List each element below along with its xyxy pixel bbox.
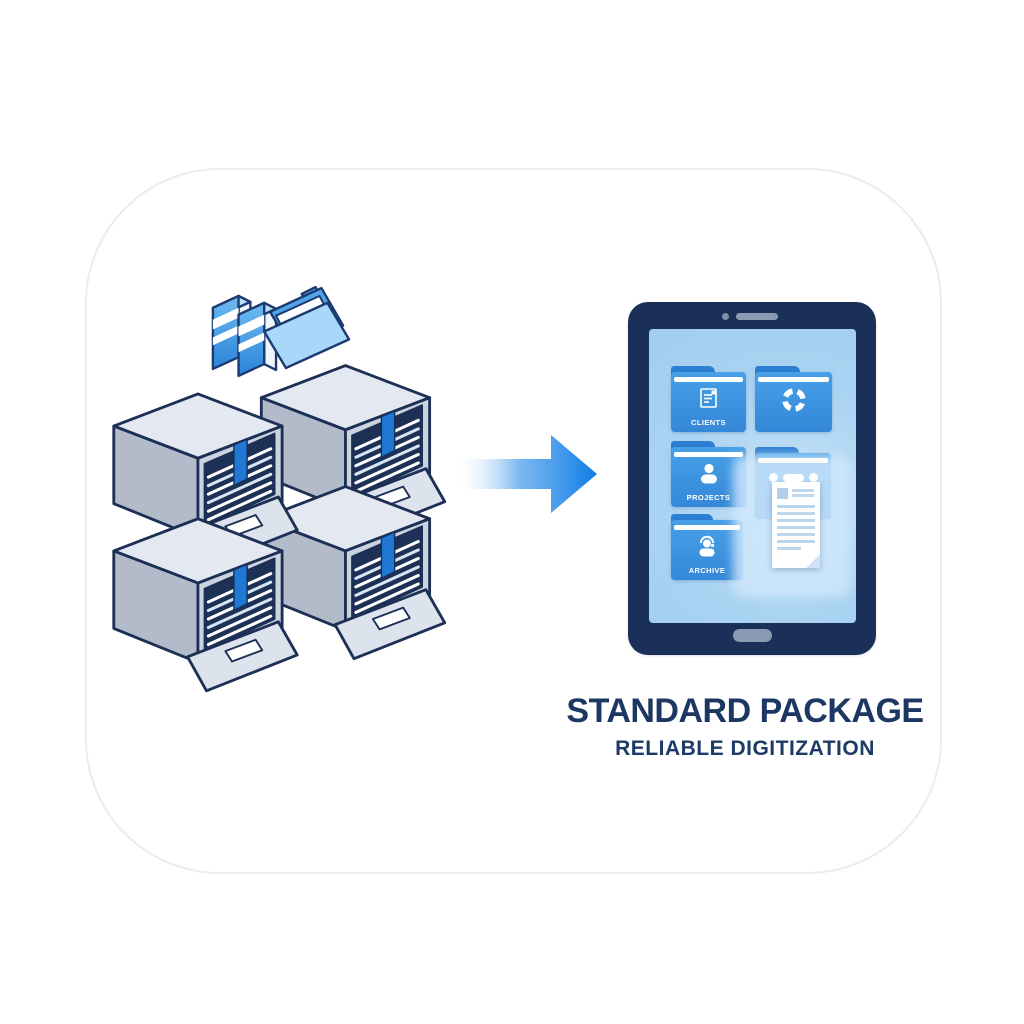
folder-archive: ARCHIVE <box>671 514 743 580</box>
folder-stripe <box>758 458 828 463</box>
folder-label: CLIENTS <box>691 418 726 427</box>
document-line <box>777 533 815 536</box>
document-line <box>777 547 801 550</box>
package-title: STANDARD PACKAGE <box>566 692 924 730</box>
folder-stripe <box>758 377 829 382</box>
folder-tab <box>755 447 800 457</box>
folder-tab <box>671 514 713 524</box>
document-image-placeholder <box>777 488 788 499</box>
folder-tab <box>671 366 715 376</box>
document-folded-corner <box>806 554 820 568</box>
person-icon <box>697 461 721 485</box>
folder-tab <box>755 366 800 376</box>
folder-tab <box>671 441 715 451</box>
sync-icon <box>779 385 809 415</box>
dot <box>809 473 818 482</box>
folder-body <box>755 372 832 432</box>
document-line <box>777 505 815 508</box>
document-icon <box>697 386 721 410</box>
right-arrow-icon <box>454 435 597 513</box>
document-preview <box>772 482 820 568</box>
speaker-slot <box>736 313 778 320</box>
document-line <box>777 512 815 515</box>
document-line <box>777 540 815 543</box>
binders-folder-icon <box>211 285 351 378</box>
document-line <box>792 494 814 497</box>
document-line <box>792 489 814 492</box>
tablet: CLIENTS PROJECTS <box>628 302 876 655</box>
folder-sync <box>755 366 832 432</box>
folder-stripe <box>674 452 743 457</box>
folder-stripe <box>674 525 740 530</box>
home-button <box>733 629 772 642</box>
folder-label: PROJECTS <box>686 493 731 502</box>
document-line <box>777 519 815 522</box>
person-headset-icon <box>695 534 719 558</box>
file-cabinets-icon <box>112 364 447 693</box>
folder-label: ARCHIVE <box>688 566 726 575</box>
document-line <box>777 526 815 529</box>
folder-clients: CLIENTS <box>671 366 746 432</box>
dots-decoration <box>769 473 818 482</box>
package-subtitle: RELIABLE DIGITIZATION <box>615 737 875 760</box>
folder-stripe <box>674 377 743 382</box>
tablet-screen: CLIENTS PROJECTS <box>649 329 856 623</box>
camera-dot <box>722 313 729 320</box>
dot <box>769 473 778 482</box>
dash <box>783 473 804 482</box>
caption-block: STANDARD PACKAGE RELIABLE DIGITIZATION <box>545 692 945 761</box>
